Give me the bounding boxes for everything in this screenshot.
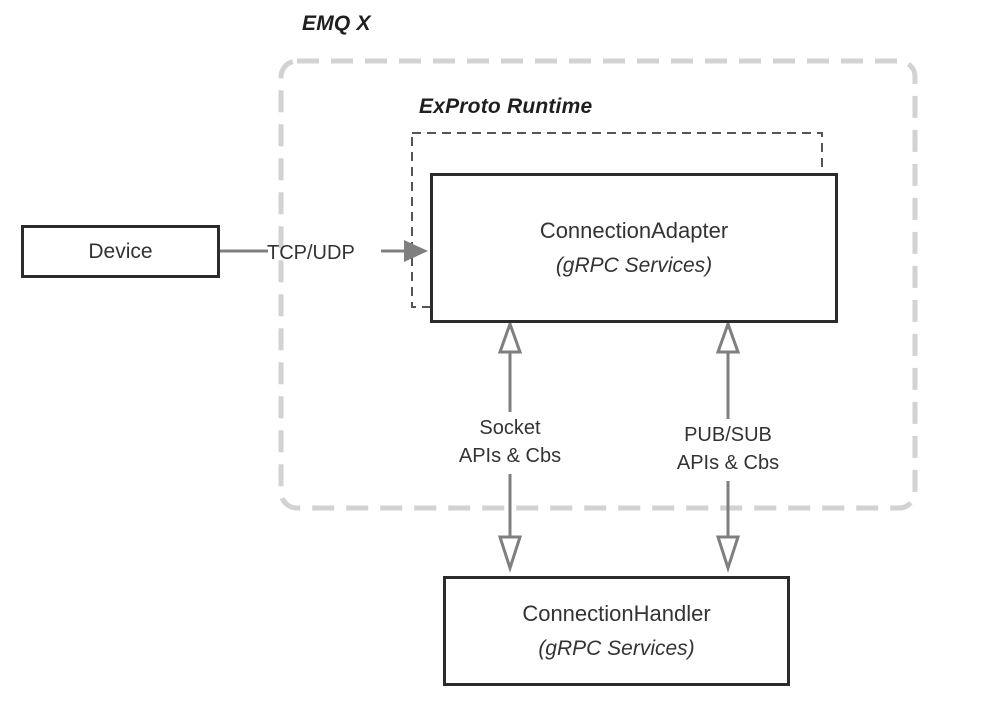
pubsub-arrowhead-up-icon	[715, 319, 741, 354]
emqx-boundary	[278, 58, 918, 511]
node-connection-adapter-title: ConnectionAdapter	[539, 217, 729, 243]
node-connection-handler[interactable]: ConnectionHandler (gRPC Services)	[443, 576, 790, 686]
edge-label-socket-line2: APIs & Cbs	[458, 445, 562, 468]
node-connection-adapter-subtitle: (gRPC Services)	[555, 254, 713, 278]
node-connection-handler-title: ConnectionHandler	[522, 600, 711, 626]
emqx-group-label: EMQ X	[302, 12, 371, 35]
exproto-group-label: ExProto Runtime	[419, 95, 593, 118]
socket-arrowhead-down-icon	[497, 535, 523, 573]
edge-label-tcp-udp: TCP/UDP	[267, 242, 355, 264]
edge-label-pubsub-line1: PUB/SUB	[684, 424, 772, 446]
pubsub-arrowhead-down-icon	[715, 535, 741, 573]
edge-label-pubsub-apis: PUB/SUB APIs & Cbs	[648, 421, 808, 478]
node-connection-adapter[interactable]: ConnectionAdapter (gRPC Services)	[430, 173, 838, 323]
socket-arrowhead-up-icon	[497, 319, 523, 354]
device-adapter-arrowhead-icon	[404, 240, 428, 262]
edge-label-socket-apis: Socket APIs & Cbs	[430, 414, 590, 471]
node-device[interactable]: Device	[21, 225, 220, 278]
node-device-title: Device	[88, 239, 153, 263]
edge-label-socket-line1: Socket	[479, 417, 541, 439]
node-connection-handler-subtitle: (gRPC Services)	[538, 637, 695, 661]
edge-label-pubsub-line2: APIs & Cbs	[676, 452, 780, 475]
